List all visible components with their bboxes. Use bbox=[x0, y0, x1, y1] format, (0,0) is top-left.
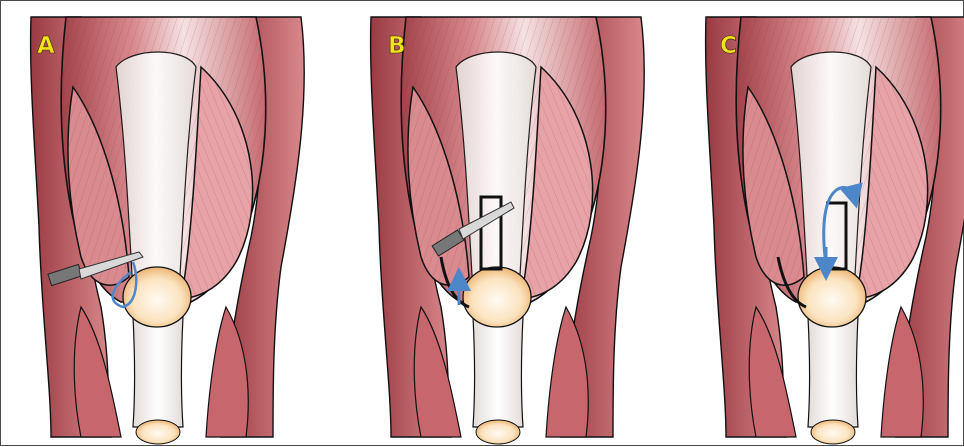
panel-label-c: C bbox=[720, 33, 737, 59]
panel-c: C bbox=[706, 17, 964, 444]
panel-label-b: B bbox=[388, 33, 406, 59]
panel-a: A bbox=[31, 17, 305, 444]
panel-b: B bbox=[371, 17, 645, 444]
panel-label-a: A bbox=[37, 33, 55, 59]
